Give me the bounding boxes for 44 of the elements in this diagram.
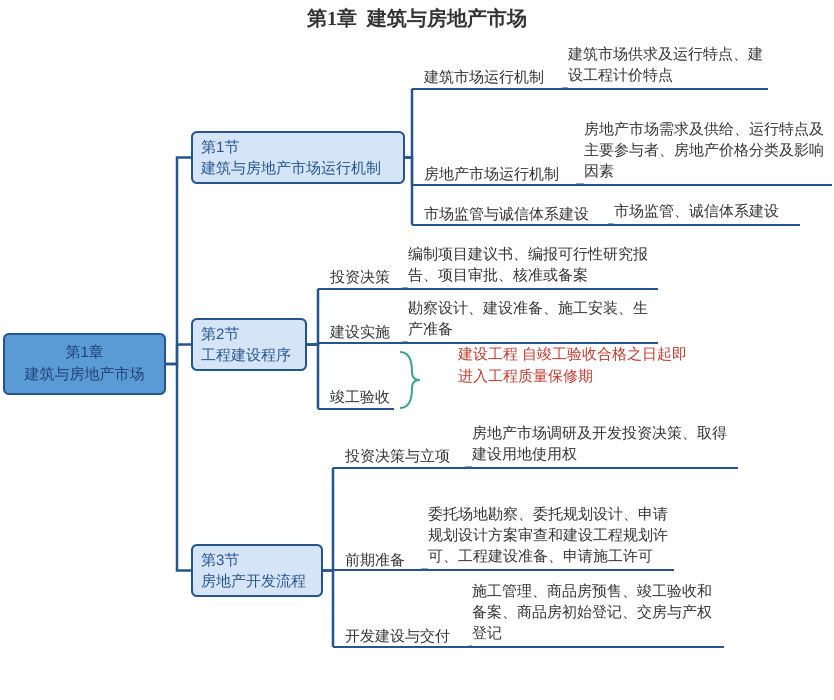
detail-text: 建筑市场供求及运行特点、建设工程计价特点 (568, 45, 764, 86)
connector-line (469, 646, 472, 648)
section-box (191, 131, 405, 184)
topic-label: 投资决策 (330, 268, 391, 288)
title: 第1章 建筑与房地产市场 (307, 6, 527, 32)
connector-line (562, 88, 568, 90)
topic-label: 前期准备 (345, 551, 406, 571)
detail-text: 编制项目建议书、编报可行性研究报告、项目审批、核准或备案 (408, 245, 649, 286)
connector-line (421, 568, 428, 571)
connector-line (166, 362, 191, 572)
chapter-title: 工程建设程序 (201, 346, 291, 366)
detail-text: 市场监管、诚信体系建设 (614, 202, 780, 222)
connector-line (402, 342, 408, 344)
detail-text: 委托场地勘察、委托规划设计、申请规划设计方案审查和建设工程规划许可、工程建设准备、申请施工许可 (428, 505, 669, 567)
connector-line (307, 343, 320, 409)
topic-label: 开发建设与交付 (345, 627, 451, 647)
topic-label: 竣工验收 (330, 388, 391, 408)
topic-label: 市场监管与诚信体系建设 (424, 205, 590, 225)
detail-branch (614, 200, 800, 226)
detail-text: 房地产市场调研及开发投资决策、取得建设用地使用权 (472, 424, 728, 465)
note-text: 建设工程 自竣工验收合格之日起即进入工程质量保修期 (458, 345, 688, 387)
chapter-title: 房地产开发流程 (201, 572, 306, 592)
detail-text: 勘察设计、建设准备、施工安装、生产准备 (408, 299, 649, 340)
chapter-title: 建筑与房地产市场 (24, 365, 144, 385)
chapter-number: 第2节 (201, 324, 240, 344)
detail-text: 房地产市场需求及供给、运行特点及主要参与者、房地产价格分类及影响因素 (584, 120, 825, 182)
chapter-number: 第3节 (201, 550, 240, 570)
root-topic-box (3, 333, 166, 395)
topic-label: 投资决策与立项 (345, 447, 451, 467)
section-box (191, 318, 307, 371)
connector-line (323, 569, 334, 647)
connector-line (465, 466, 472, 469)
chapter-title: 建筑与房地产市场运行机制 (201, 158, 381, 178)
chapter-number: 第1节 (201, 138, 240, 158)
connector-line (576, 184, 584, 186)
detail-text: 施工管理、商品房预售、竣工验收和备案、商品房初始登记、交房与产权登记 (472, 582, 713, 644)
connector-line (402, 288, 408, 290)
topic-label: 建筑市场运行机制 (424, 68, 545, 88)
chapter-number: 第1章 (65, 343, 104, 363)
section-box (191, 544, 323, 597)
topic-label: 建设实施 (330, 323, 391, 343)
connector-line (405, 156, 414, 225)
topic-label: 房地产市场运行机制 (424, 165, 560, 185)
connector-line (608, 224, 614, 226)
